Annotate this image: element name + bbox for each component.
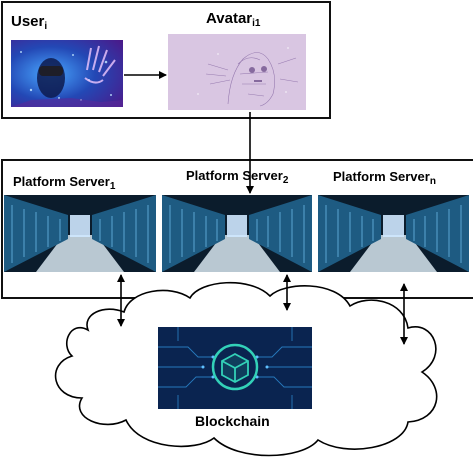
user-label: Useri (11, 13, 48, 32)
server-n-label: Platform Servern (333, 169, 436, 187)
server-room-image-n (318, 195, 469, 272)
user-vr-image (11, 40, 123, 107)
avatar-label: Avatari1 (206, 10, 261, 29)
avatar-image (168, 34, 306, 110)
server-2-label: Platform Server2 (186, 168, 289, 186)
server-1-label: Platform Server1 (13, 174, 116, 192)
server-room-image-2 (162, 195, 312, 272)
blockchain-cube-icon (221, 352, 249, 384)
user-frame (1, 1, 331, 119)
blockchain-label: Blockchain (195, 413, 270, 429)
server-room-image-1 (4, 195, 156, 272)
blockchain-image (158, 327, 312, 409)
